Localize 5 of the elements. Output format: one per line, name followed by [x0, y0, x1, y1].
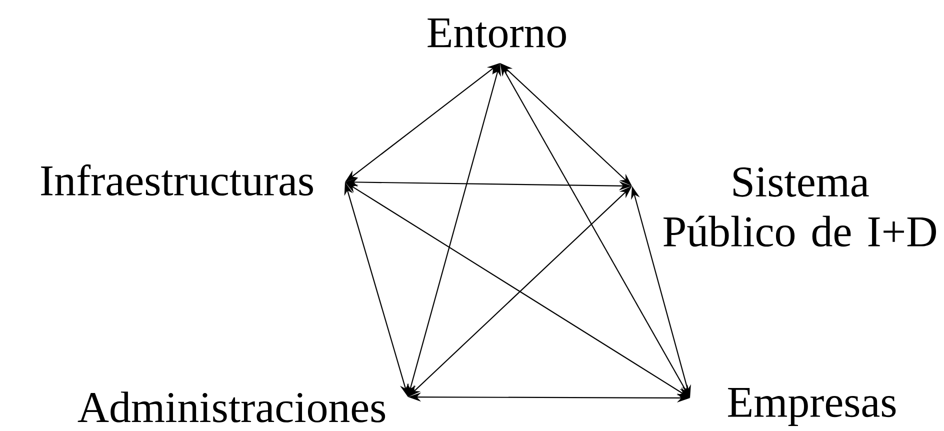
node-label: Infraestructuras — [41, 164, 313, 196]
node-label: Administraciones — [78, 392, 386, 422]
node-label: Entorno — [428, 18, 566, 48]
node-label: Sistema Público de I+D — [664, 167, 936, 247]
node-label: Empresas — [728, 388, 896, 426]
